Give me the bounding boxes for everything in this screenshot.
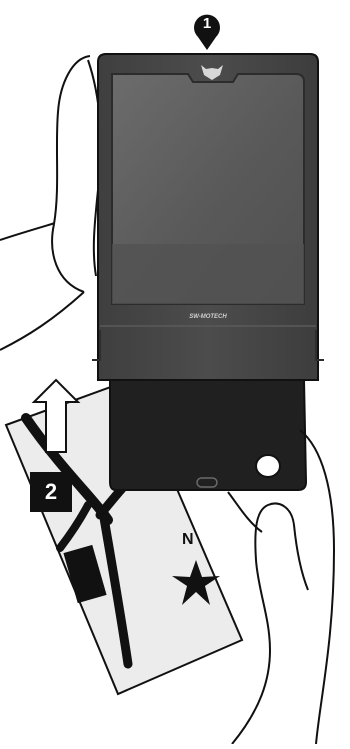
step-two-label: 2 xyxy=(45,479,57,504)
step-one-label: 1 xyxy=(203,15,211,32)
compass-north-label: N xyxy=(182,531,194,548)
thumb-tip xyxy=(256,455,280,477)
device-mount: SW-MOTECH xyxy=(92,54,324,380)
screen-lower-band xyxy=(112,244,304,304)
left-hand xyxy=(0,56,101,350)
step-two-badge: 2 xyxy=(30,472,72,512)
step-one-marker: 1 xyxy=(194,15,220,50)
brand-wordmark: SW-MOTECH xyxy=(189,314,227,320)
